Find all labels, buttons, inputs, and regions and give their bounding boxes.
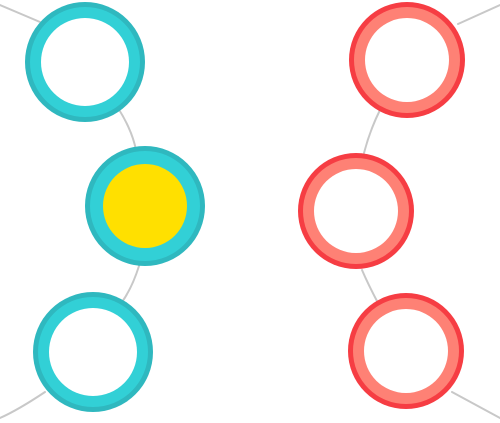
connector-right-bottom-offscreen [451,391,500,419]
node-left-middle[interactable] [85,146,205,266]
node-left-top[interactable] [25,2,145,122]
node-center-empty [364,309,448,393]
connector-right-top-middle [363,109,381,154]
node-right-middle[interactable] [298,153,414,269]
connector-left-top-middle [117,107,137,151]
node-center-filled [103,164,187,248]
node-right-bottom[interactable] [348,293,464,409]
node-center-empty [49,308,137,396]
node-center-empty [314,169,398,253]
node-center-empty [365,18,449,102]
connector-left-middle-bottom [121,265,140,303]
node-layer [25,2,465,412]
connector-right-middle-bottom [361,269,379,304]
connector-offscreen-right-top [457,4,500,25]
node-center-empty [41,18,129,106]
connector-lines [0,4,500,419]
node-right-top[interactable] [349,2,465,118]
connector-offscreen-left-top [0,4,41,23]
node-left-bottom[interactable] [33,292,153,412]
connector-left-bottom-offscreen [0,391,46,419]
